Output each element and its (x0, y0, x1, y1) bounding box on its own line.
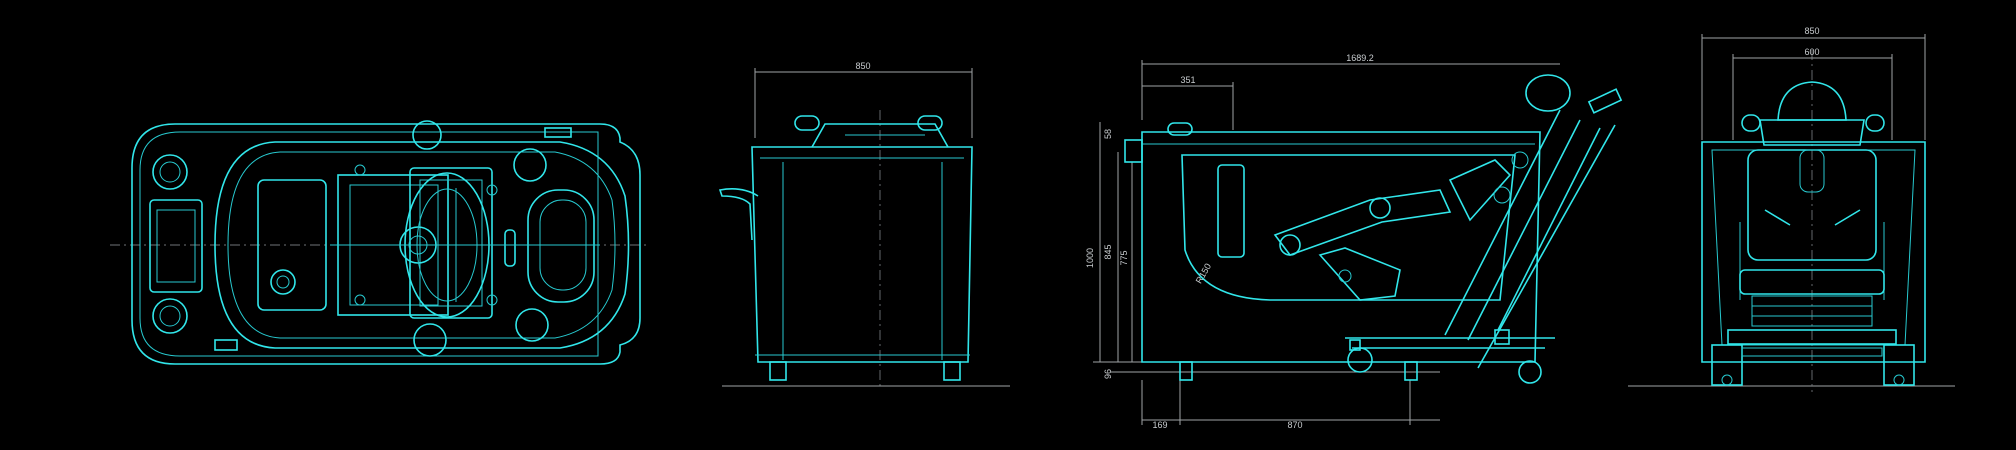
rear-view: 850 600 (1628, 26, 1955, 392)
height-845-label: 845 (1103, 244, 1113, 259)
front-width-label: 850 (855, 61, 870, 71)
front-view: 850 (718, 61, 1010, 390)
top-small-label: 58 (1103, 129, 1113, 139)
side-view: 1689.2 351 1000 845 775 58 96 169 870 R1… (1085, 53, 1623, 430)
rear-inner-width-label: 600 (1804, 47, 1819, 57)
side-offset-label: 351 (1180, 75, 1195, 85)
height-total-label: 1000 (1085, 248, 1095, 268)
foot-left-label: 169 (1152, 420, 1167, 430)
radius-label: R150 (1194, 262, 1213, 286)
bottom-label: 96 (1103, 369, 1113, 379)
height-775-label: 775 (1119, 250, 1129, 265)
plan-view (110, 120, 650, 365)
rear-outer-width-label: 850 (1804, 26, 1819, 36)
foot-span-label: 870 (1287, 420, 1302, 430)
side-length-label: 1689.2 (1346, 53, 1374, 63)
